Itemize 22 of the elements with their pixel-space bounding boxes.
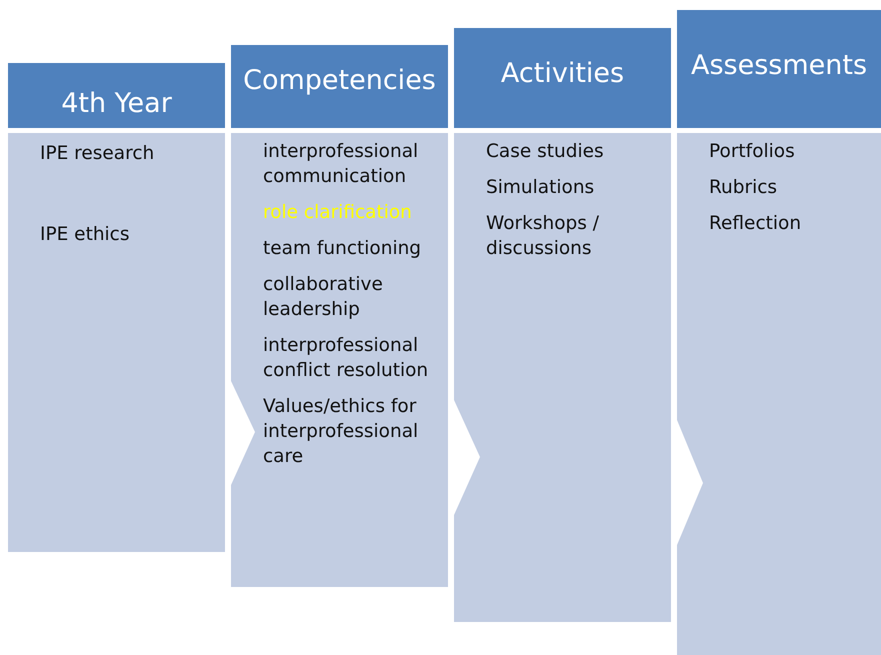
list-item: interprofessional conflict resolution <box>263 334 430 383</box>
list-item: Simulations <box>486 176 596 200</box>
list-item: IPE research <box>40 142 156 166</box>
header-title: Competencies <box>243 65 436 96</box>
list-item: Workshops / discussions <box>486 212 600 261</box>
column-header <box>231 45 448 128</box>
list-item: role clarification <box>263 201 413 225</box>
list-item: collaborative leadership <box>263 273 384 322</box>
list-item: team functioning <box>263 237 422 261</box>
header-title: Activities <box>500 58 624 89</box>
header-title: Assessments <box>690 50 868 81</box>
list-item: Rubrics <box>709 176 778 200</box>
list-item: Case studies <box>486 140 605 164</box>
list-item: Reflection <box>709 212 802 236</box>
list-item: interprofessional communication <box>263 140 420 189</box>
list-item: Portfolios <box>709 140 796 164</box>
header-title: 4th Year <box>61 88 172 119</box>
column-header <box>8 63 225 128</box>
list-item: Values/ethics for interprofessional care <box>263 395 420 469</box>
list-item: IPE ethics <box>40 223 130 247</box>
column-header <box>454 28 671 128</box>
column-header <box>677 10 881 128</box>
